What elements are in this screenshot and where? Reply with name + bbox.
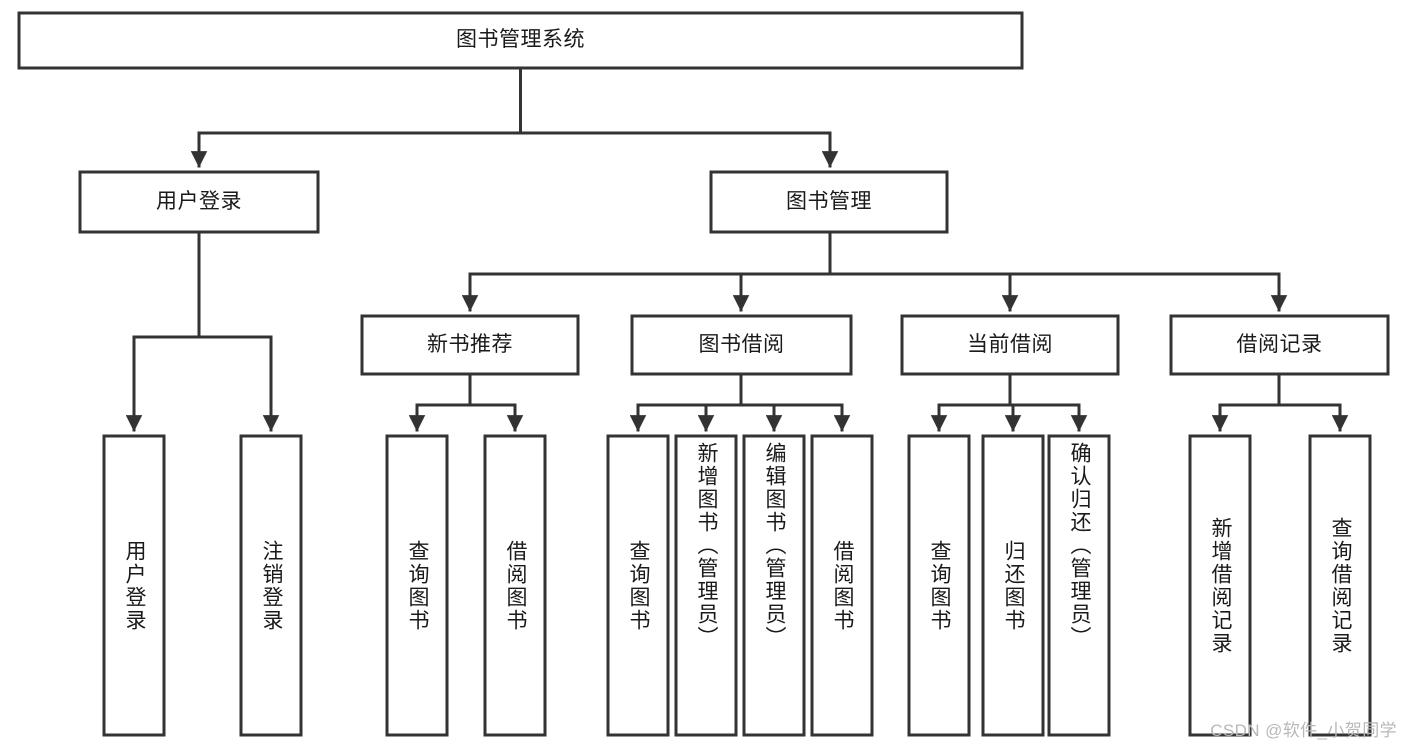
leaf-box-borrow-book-2[interactable] bbox=[810, 434, 874, 737]
leaf-box-add-book-admin[interactable] bbox=[674, 434, 738, 737]
leaf-box-return-book[interactable] bbox=[981, 434, 1045, 737]
node-box-book-borrow[interactable] bbox=[630, 314, 853, 376]
leaf-box-query-book-2[interactable] bbox=[606, 434, 670, 737]
node-box-new-book-rec[interactable] bbox=[360, 314, 580, 376]
leaf-box-logout[interactable] bbox=[239, 434, 303, 737]
leaf-box-borrow-book-1[interactable] bbox=[483, 434, 547, 737]
node-box-root[interactable] bbox=[17, 11, 1024, 70]
leaf-box-query-book-3[interactable] bbox=[907, 434, 971, 737]
leaf-box-query-record[interactable] bbox=[1308, 434, 1372, 737]
leaf-box-edit-book-admin[interactable] bbox=[742, 434, 806, 737]
leaf-box-add-record[interactable] bbox=[1188, 434, 1252, 737]
node-box-current-borrow[interactable] bbox=[900, 314, 1120, 376]
node-box-user-login[interactable] bbox=[78, 170, 320, 234]
node-box-book-manage[interactable] bbox=[709, 170, 949, 234]
leaf-box-confirm-return[interactable] bbox=[1047, 434, 1111, 737]
node-box-borrow-record[interactable] bbox=[1169, 314, 1390, 376]
leaf-box-query-book-1[interactable] bbox=[385, 434, 449, 737]
leaf-box-user-login[interactable] bbox=[102, 434, 166, 737]
